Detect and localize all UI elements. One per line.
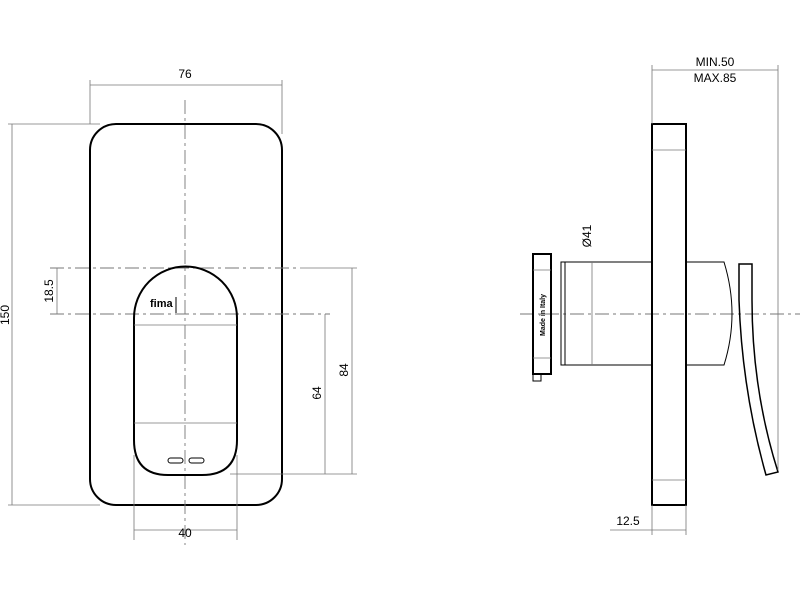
valve-body [564,261,653,366]
valve-ring [560,261,566,366]
nut [532,253,552,375]
width-dimension: 76 [178,67,192,81]
depth-min: MIN.50 [696,55,735,69]
brand-logo: fima [150,298,174,310]
handle [133,265,238,476]
handle-width-dimension: 40 [178,526,192,540]
slot-left [167,457,184,464]
depth-max: MAX.85 [694,71,737,85]
handle-center-dimension: 64 [310,386,324,400]
handle-top-dimension: 84 [337,363,351,377]
plate-thickness-dimension: 12.5 [616,514,640,528]
diameter-dimension: Ø41 [580,224,594,247]
side-view: Made in Italy Ø41 MIN.50 MAX.85 12.5 [520,55,800,535]
lever [738,263,779,476]
cover-plate [89,123,283,506]
nut-tab [532,373,542,382]
valve-cap [686,261,733,366]
made-in-italy-label: Made in Italy [540,294,547,336]
offset-dimension: 18.5 [42,279,56,303]
front-view: fima 76 150 18.5 84 64 40 [0,67,357,545]
slot-right [188,457,205,464]
height-dimension: 150 [0,305,12,325]
side-plate [651,123,687,506]
